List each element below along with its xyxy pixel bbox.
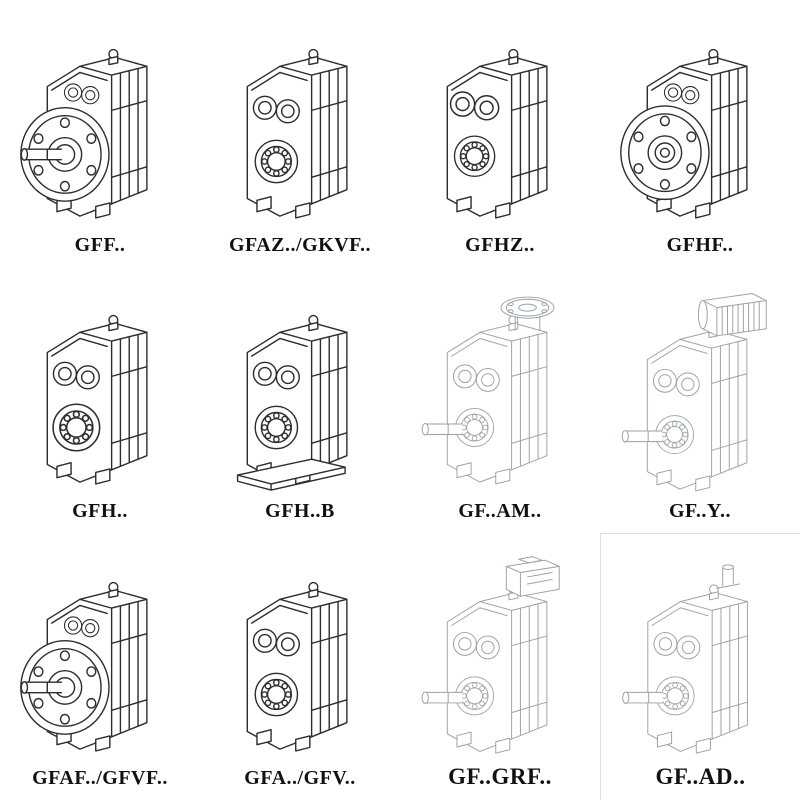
- gearbox-drawing-top-flange: [421, 296, 555, 485]
- gearbox-drawing-flange: [620, 48, 748, 218]
- product-cell-gfhz: GFHZ..: [400, 0, 600, 267]
- product-cell-gfaf-gfvf: GFAF../GFVF..: [0, 533, 200, 800]
- product-label: GF..GRF..: [448, 763, 552, 789]
- product-label: GFF..: [74, 233, 126, 256]
- product-cell-gfaz-gkvf: GFAZ../GKVF..: [200, 0, 400, 267]
- gearbox-drawing-adapter: [421, 556, 560, 754]
- gearbox-drawing-input-shaft: [622, 564, 748, 754]
- product-label: GFHF..: [666, 233, 734, 256]
- product-label: GFH..: [72, 500, 128, 523]
- product-label: GFAZ../GKVF..: [228, 233, 372, 256]
- gearbox-drawing-motor: [621, 293, 767, 492]
- product-label: GF..AM..: [458, 500, 542, 523]
- product-cell-gfh-b: GFH..B: [200, 267, 400, 534]
- product-cell-gf-am: GF..AM..: [400, 267, 600, 534]
- gearbox-drawing-flange-shaft: [20, 48, 148, 218]
- gearbox-drawing-hollow: [46, 315, 148, 485]
- gearbox-drawing-hollow: [246, 48, 348, 218]
- gearbox-drawing-hollow-base: [236, 315, 348, 492]
- product-cell-gff: GFF..: [0, 0, 200, 267]
- product-label: GF..Y..: [668, 500, 732, 523]
- product-cell-gfh: GFH..: [0, 267, 200, 534]
- gearbox-drawing-hollow: [446, 48, 548, 218]
- product-label: GF..AD..: [655, 763, 746, 789]
- product-label: GFHZ..: [465, 233, 535, 256]
- product-cell-gfhf: GFHF..: [600, 0, 800, 267]
- product-cell-gf-grf: GF..GRF..: [400, 533, 600, 800]
- product-cell-gf-ad: GF..AD..: [600, 533, 800, 800]
- product-cell-gfa-gfv: GFA../GFV..: [200, 533, 400, 800]
- product-label: GFA../GFV..: [244, 766, 356, 789]
- product-cell-gf-y: GF..Y..: [600, 267, 800, 534]
- gearbox-drawing-flange-shaft: [20, 582, 148, 752]
- gearbox-drawing-hollow: [246, 582, 348, 752]
- product-label: GFAF../GFVF..: [32, 766, 168, 789]
- product-label: GFH..B: [265, 500, 335, 523]
